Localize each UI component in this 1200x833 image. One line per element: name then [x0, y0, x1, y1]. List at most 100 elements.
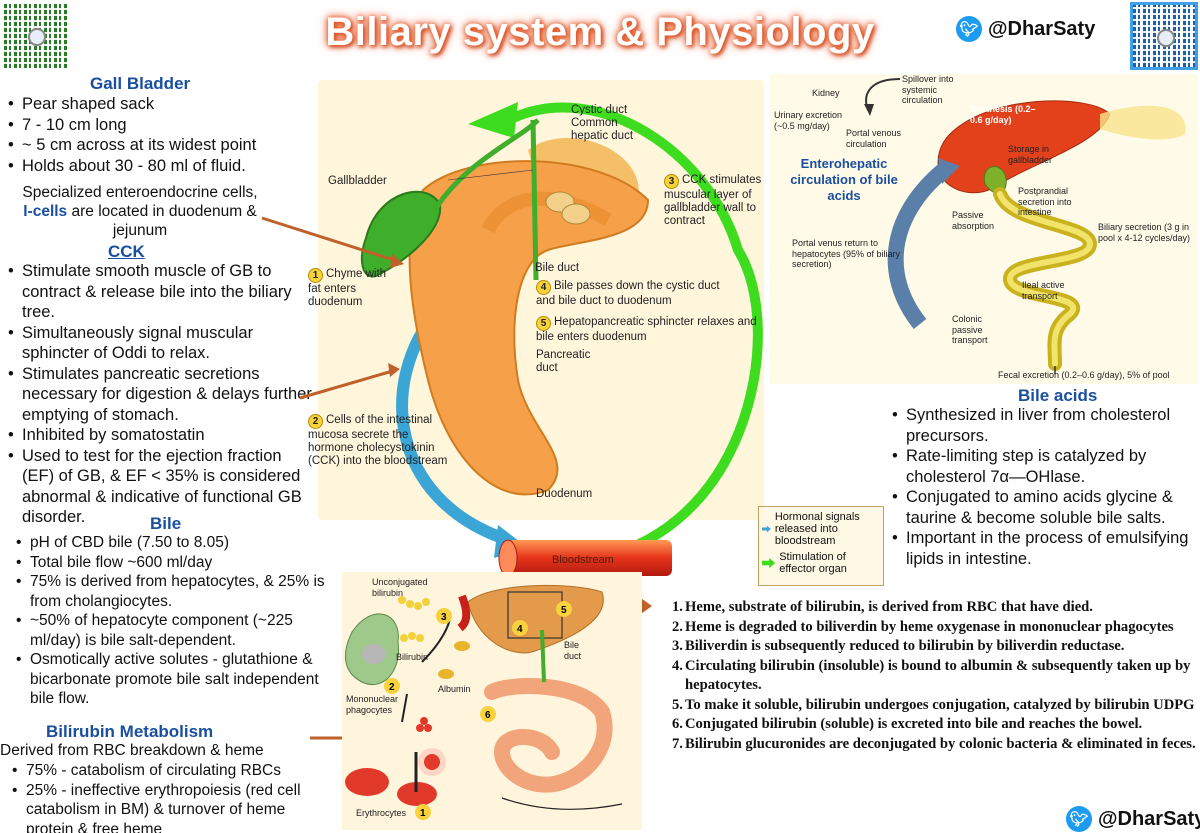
label-portal-venous: Portal venous circulation	[846, 128, 902, 149]
qr-code-right	[1130, 2, 1198, 70]
step-text: Bile passes down the cystic duct and bil…	[536, 280, 720, 307]
cck-title: CCK	[108, 242, 145, 261]
stimulation-arrow	[510, 102, 763, 567]
liver-shape	[467, 584, 604, 654]
label-spillover: Spillover into systemic circulation	[902, 74, 954, 105]
label-synthesis: Synthesis (0.2–0.6 g/day)	[970, 104, 1036, 125]
twitter-handle-top[interactable]: 🐦︎ @DharSaty	[956, 16, 1095, 42]
label-biliary-secretion: Biliary secretion (3 g in pool x 4-12 cy…	[1098, 222, 1191, 243]
label-mononuclear: Mononuclear phagocytes	[346, 694, 399, 715]
legend-stimulation: Stimulation of effector organ	[762, 551, 880, 575]
list-item: Rate-limiting step is catalyzed by chole…	[888, 446, 1198, 487]
handle-text: @DharSaty	[1098, 807, 1200, 830]
legend-text: Hormonal signals released into bloodstre…	[774, 511, 860, 547]
bilirubin-intro: Derived from RBC breakdown & heme	[0, 742, 264, 759]
twitter-bird-icon: 🐦︎	[956, 16, 982, 42]
gallbladder-list: Pear shaped sack 7 - 10 cm long ~ 5 cm a…	[4, 94, 334, 176]
list-item: Simultaneously signal muscular sphincter…	[4, 323, 316, 364]
list-item: Holds about 30 - 80 ml of fluid.	[4, 156, 334, 177]
label-fecal: Fecal excretion (0.2–0.6 g/day), 5% of p…	[998, 370, 1170, 380]
bile-acids-title: Bile acids	[1018, 386, 1098, 405]
list-item: Inhibited by somatostatin	[4, 425, 316, 446]
label-pancreatic-duct: Pancreatic duct	[536, 349, 591, 374]
cystic-duct-shape	[433, 118, 540, 210]
badge-4: 4	[517, 624, 523, 635]
badge-5: 5	[561, 605, 567, 616]
label-portal-return: Portal venus return to hepatocytes (95% …	[792, 238, 901, 269]
legend-hormonal: Hormonal signals released into bloodstre…	[762, 511, 880, 547]
step-text: Chyme with fat enters duodenum	[308, 268, 387, 308]
enterohepatic-diagram	[864, 78, 1186, 374]
list-item: Important in the process of emulsifying …	[888, 528, 1198, 569]
bilirubin-diagram: 1 2 3 4 5 6	[344, 584, 623, 820]
cck-list: Stimulate smooth muscle of GB to contrac…	[4, 261, 316, 528]
legend: Hormonal signals released into bloodstre…	[758, 506, 884, 586]
list-item: 2.Heme is degraded to biliverdin by heme…	[672, 618, 1174, 635]
twitter-handle-bottom[interactable]: 🐦︎ @DharSaty	[1066, 806, 1200, 832]
arrowhead-icon	[468, 102, 518, 138]
badge-2: 2	[389, 682, 395, 693]
list-item: 7.Bilirubin glucuronides are deconjugate…	[672, 735, 1196, 752]
gallbladder-title: Gall Bladder	[90, 74, 191, 93]
icell-pre: Specialized enteroendocrine cells,	[22, 184, 258, 201]
bile-duct-shape	[530, 119, 539, 281]
handle-text: @DharSaty	[988, 17, 1096, 40]
list-item: Conjugated to amino acids glycine & taur…	[888, 487, 1198, 528]
label-common-hepatic-duct: Common hepatic duct	[571, 117, 634, 142]
list-item: Total bile flow ~600 ml/day	[12, 553, 342, 573]
label-storage: Storage in gallbladder	[1008, 144, 1053, 165]
list-item: 25% - ineffective erythropoiesis (red ce…	[8, 781, 333, 833]
legend-text: Stimulation of effector organ	[779, 551, 847, 575]
list-item: Synthesized in liver from cholesterol pr…	[888, 405, 1198, 446]
header	[0, 0, 1200, 72]
step-text: Hepatopancreatic sphincter relaxes and b…	[536, 316, 757, 343]
label-bile-duct-small: Bile duct	[564, 640, 582, 661]
list-item: 75% is derived from hepatocytes, & 25% i…	[12, 572, 342, 611]
list-item: 4.Circulating bilirubin (insoluble) is b…	[672, 657, 1191, 694]
list-item: 7 - 10 cm long	[4, 115, 334, 136]
label-bilirubin: Bilirubin	[396, 652, 429, 662]
page-title: Biliary system & Physiology	[325, 10, 875, 54]
digestion-diagram	[360, 102, 763, 567]
step-text: Cells of the intestinal mucosa secrete t…	[308, 414, 448, 467]
bloodstream-tube: Bloodstream	[498, 539, 672, 577]
label-erythrocytes: Erythrocytes	[356, 808, 407, 818]
label-passive: Passive absorption	[952, 210, 995, 231]
label-colonic: Colonic passive transport	[952, 314, 988, 345]
bile-list: pH of CBD bile (7.50 to 8.05) Total bile…	[12, 533, 342, 709]
list-item: 1.Heme, substrate of bilirubin, is deriv…	[672, 599, 1093, 615]
list-item: Pear shaped sack	[4, 94, 334, 115]
label-bile-duct: Bile duct	[535, 262, 580, 274]
list-item: ~50% of hepatocyte component (~225 ml/da…	[12, 611, 342, 650]
duodenum-shape	[408, 160, 650, 496]
intestine-shape	[484, 678, 613, 793]
label-ileal: Ileal active transport	[1022, 280, 1065, 301]
badge-1: 1	[420, 808, 426, 819]
label-unconjugated: Unconjugated bilirubin	[372, 577, 428, 598]
label-cystic-duct: Cystic duct	[571, 104, 628, 116]
erythrocyte-shape	[345, 768, 389, 796]
bile-title: Bile	[150, 514, 182, 533]
qr-code-left	[2, 2, 70, 70]
twitter-bird-icon: 🐦︎	[1066, 806, 1092, 832]
bilirubin-steps-list: 1.Heme, substrate of bilirubin, is deriv…	[672, 598, 1198, 754]
blue-arrow-icon	[762, 525, 771, 533]
label-kidney: Kidney	[812, 88, 840, 98]
bilirubin-list: 75% - catabolism of circulating RBCs 25%…	[8, 761, 333, 833]
icell-note: Specialized enteroendocrine cells, I-cel…	[20, 183, 260, 240]
badge-3: 3	[441, 612, 447, 623]
list-item: 3.Biliverdin is subsequently reduced to …	[672, 638, 1125, 654]
list-item: Used to test for the ejection fraction (…	[4, 446, 316, 528]
label-urinary: Urinary excretion (~0.5 mg/day)	[774, 110, 843, 131]
portal-return-arrow	[887, 162, 951, 329]
label-albumin: Albumin	[438, 684, 471, 694]
list-item: 5.To make it soluble, bilirubin undergoe…	[672, 696, 1195, 713]
bile-acids-list: Synthesized in liver from cholesterol pr…	[888, 405, 1198, 569]
list-item: ~ 5 cm across at its widest point	[4, 135, 334, 156]
green-arrow-icon	[762, 557, 776, 569]
label-duodenum: Duodenum	[536, 488, 593, 500]
